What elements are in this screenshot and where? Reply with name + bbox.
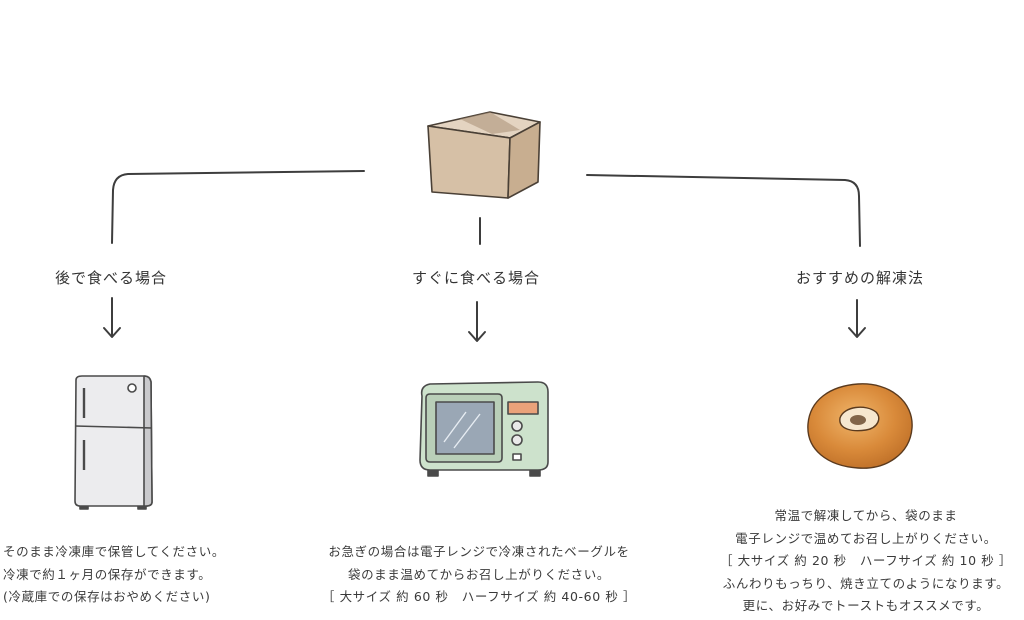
middle-arrow-icon	[468, 301, 486, 342]
description-line: 更に、お好みでトーストもオススメです。	[742, 598, 990, 613]
description-line: ［ 大サイズ 約 20 秒 ハーフサイズ 約 10 秒 ］	[720, 553, 1012, 568]
left-branch-description: そのまま冷凍庫で保管してください。 冷凍で約１ヶ月の保存ができます。 (冷蔵庫で…	[3, 541, 225, 609]
right-branch-description: 常温で解凍してから、袋のまま 電子レンジで温めてお召し上がりください。 ［ 大サ…	[712, 505, 1020, 618]
right-arrow-icon	[848, 299, 866, 338]
description-line: 冷凍で約１ヶ月の保存ができます。	[3, 566, 212, 582]
description-line: ふんわりもっちり、焼き立てのようになります。	[722, 575, 1010, 591]
description-line: お急ぎの場合は電子レンジで冷凍されたベーグルを	[328, 544, 630, 559]
middle-branch-label: すぐに食べる場合	[412, 269, 541, 287]
microwave-icon	[419, 381, 549, 477]
left-branch-line	[111, 170, 365, 244]
description-line: ［ 大サイズ 約 60 秒 ハーフサイズ 約 40-60 秒 ］	[321, 589, 637, 604]
bagel-icon	[807, 383, 913, 469]
middle-branch-description: お急ぎの場合は電子レンジで冷凍されたベーグルを 袋のまま温めてからお召し上がりく…	[300, 541, 658, 609]
description-line: そのまま冷凍庫で保管してください。	[3, 544, 225, 559]
cardboard-box-icon	[427, 111, 541, 199]
right-branch-line	[586, 174, 861, 247]
description-line: 常温で解凍してから、袋のまま	[774, 508, 958, 523]
left-branch-label: 後で食べる場合	[55, 269, 168, 287]
left-arrow-icon	[103, 297, 121, 338]
description-line: (冷蔵庫での保存はおやめください)	[3, 589, 211, 604]
description-line: 電子レンジで温めてお召し上がりください。	[735, 530, 997, 546]
right-branch-label: おすすめの解凍法	[796, 269, 925, 287]
description-line: 袋のまま温めてからお召し上がりください。	[347, 566, 610, 582]
refrigerator-icon	[74, 375, 153, 510]
